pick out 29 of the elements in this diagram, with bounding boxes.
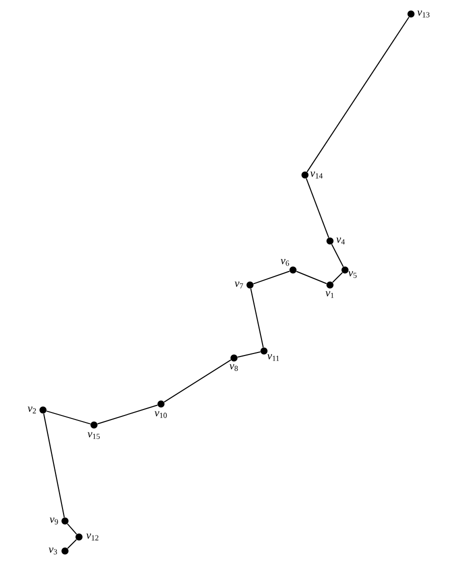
vertex-label: v$_{11}$ — [267, 354, 280, 361]
edge-line — [332, 272, 343, 283]
edge-line — [306, 178, 330, 238]
vertex-label: v$_{7}$ — [234, 282, 244, 288]
edge-line — [253, 270, 290, 284]
edge-line — [164, 359, 232, 403]
edge-line — [237, 351, 261, 358]
edge-line — [306, 16, 410, 172]
edge-line — [97, 404, 158, 424]
vertex-label: v$_{2}$ — [28, 406, 36, 414]
vertex-label: v$_{6}$ — [280, 259, 290, 266]
edge-line — [67, 539, 77, 549]
edge-line — [331, 244, 344, 268]
vertex-label: v$_{12}$ — [86, 534, 98, 540]
vertex-label: v$_{10}$ — [154, 411, 167, 418]
edge-line — [296, 270, 328, 284]
vertex-label: v$_{1}$ — [326, 291, 334, 298]
vertex-label: v$_{14}$ — [310, 172, 323, 178]
vertex-label: v$_{4}$ — [336, 238, 345, 244]
edge-line — [46, 410, 91, 424]
vertex-label: v$_{15}$ — [88, 432, 100, 439]
edge-line — [66, 523, 78, 535]
vertex-label: v$_{8}$ — [230, 364, 238, 371]
vertex-label: v$_{13}$ — [417, 10, 430, 18]
edge-line — [43, 413, 65, 518]
vertex-label: v$_{3}$ — [48, 548, 57, 554]
vertex-label: v$_{5}$ — [348, 271, 357, 278]
vertex-label: v$_{9}$ — [50, 518, 58, 524]
edge-line — [250, 288, 264, 348]
